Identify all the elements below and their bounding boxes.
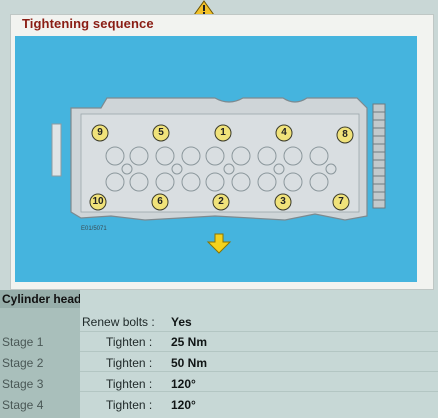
stage-1-label: Stage 1	[2, 335, 44, 349]
panel-title: Tightening sequence	[22, 16, 154, 31]
stage-2-action: Tighten :	[106, 356, 153, 370]
stage-2-value: 50 Nm	[171, 356, 208, 370]
stage-1-action: Tighten :	[106, 335, 153, 349]
row-divider	[80, 371, 438, 372]
stage-4-action: Tighten :	[106, 398, 153, 412]
bolt-number-9: 9	[97, 127, 103, 138]
stage-2-label: Stage 2	[2, 356, 44, 370]
bolt-label-layer: E01/5071 9 5 1 4 8 10 6 2 3 7	[15, 36, 417, 282]
stage-4-label: Stage 4	[2, 398, 44, 412]
bolt-number-1: 1	[220, 127, 226, 138]
row-divider	[80, 391, 438, 392]
stage-4-value: 120°	[171, 398, 196, 412]
stage-3-label: Stage 3	[2, 377, 44, 391]
renew-bolts-label: Renew bolts :	[82, 315, 155, 329]
stage-3-action: Tighten :	[106, 377, 153, 391]
bolt-number-5: 5	[158, 127, 164, 138]
stage-1-value: 25 Nm	[171, 335, 208, 349]
bolt-number-8: 8	[342, 129, 348, 140]
bolt-number-2: 2	[218, 196, 224, 207]
bolt-number-10: 10	[92, 196, 104, 207]
bolt-number-3: 3	[280, 196, 286, 207]
part-code-label: E01/5071	[81, 226, 107, 232]
row-divider	[80, 331, 438, 332]
bolt-number-7: 7	[338, 196, 344, 207]
stage-3-value: 120°	[171, 377, 196, 391]
cylinder-head-diagram	[51, 97, 386, 254]
bolt-number-6: 6	[157, 196, 163, 207]
section-title: Cylinder head	[0, 290, 80, 308]
renew-bolts-value: Yes	[171, 315, 192, 329]
stage-column	[0, 290, 80, 418]
bolt-number-4: 4	[281, 127, 287, 138]
row-divider	[80, 351, 438, 352]
